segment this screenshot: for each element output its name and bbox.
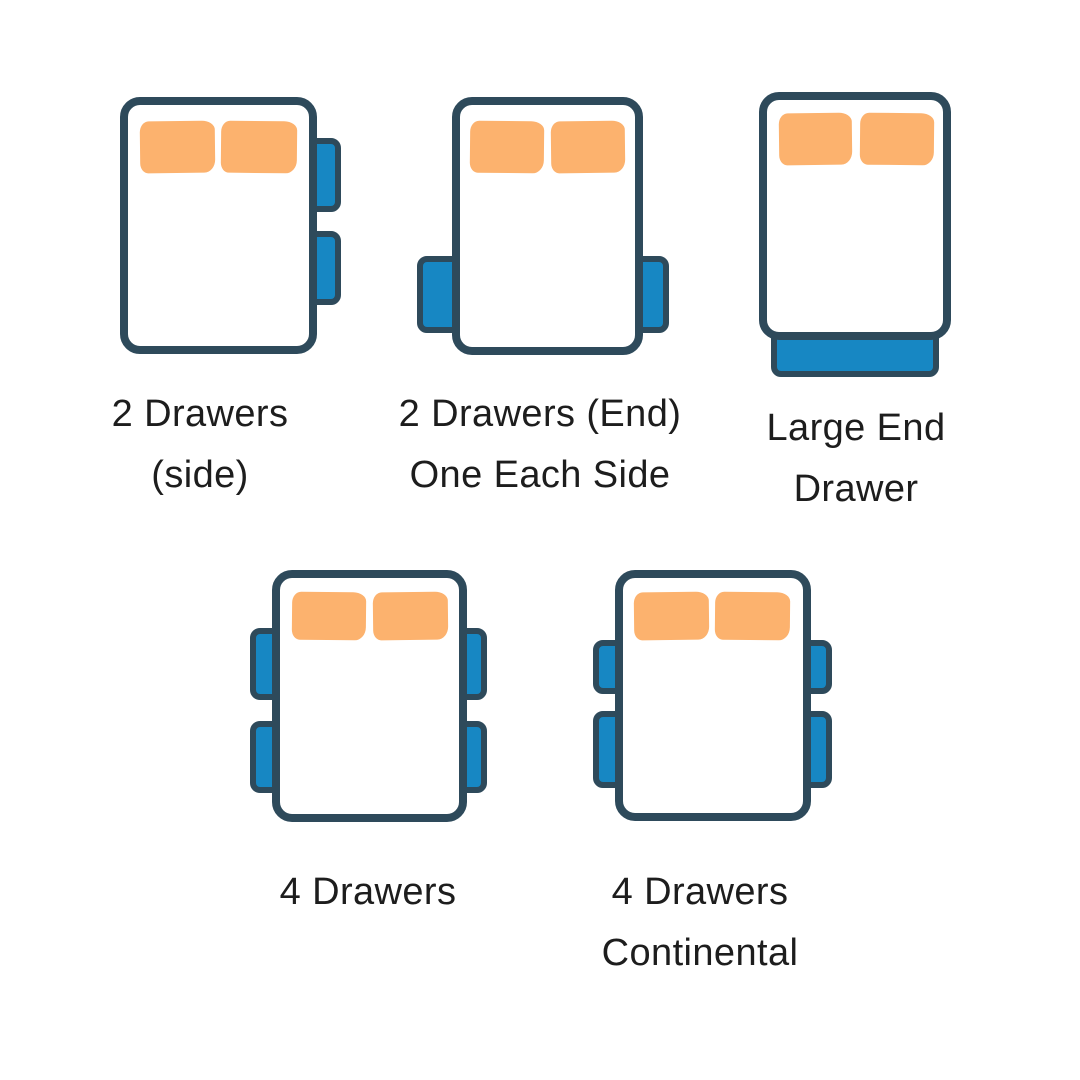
- pillow-right: [859, 112, 935, 166]
- label-line: 2 Drawers (End): [398, 393, 682, 435]
- label-line: Drawer: [793, 468, 919, 510]
- figure-label: 2 Drawers (End) One Each Side: [360, 384, 720, 506]
- label-line: 4 Drawers: [611, 871, 789, 913]
- pillow-left: [633, 591, 710, 641]
- label-line: One Each Side: [409, 454, 671, 496]
- pillow-right: [714, 591, 791, 641]
- label-line: 4 Drawers: [279, 871, 457, 913]
- label-line: Continental: [601, 932, 799, 974]
- figure-label: 4 Drawers: [188, 862, 548, 923]
- figure-label: 4 Drawers Continental: [520, 862, 880, 984]
- pillow-right: [550, 120, 626, 174]
- pillow-left: [469, 120, 545, 174]
- pillow-right: [220, 120, 298, 174]
- label-line: 2 Drawers: [111, 393, 289, 435]
- figure-label: Large End Drawer: [676, 398, 1036, 520]
- pillow-left: [291, 591, 367, 641]
- figure-label: 2 Drawers (side): [20, 384, 380, 506]
- label-line: Large End: [766, 407, 946, 449]
- pillow-left: [139, 120, 216, 174]
- pillow-left: [778, 112, 853, 166]
- label-line: (side): [151, 454, 249, 496]
- pillow-right: [372, 591, 449, 641]
